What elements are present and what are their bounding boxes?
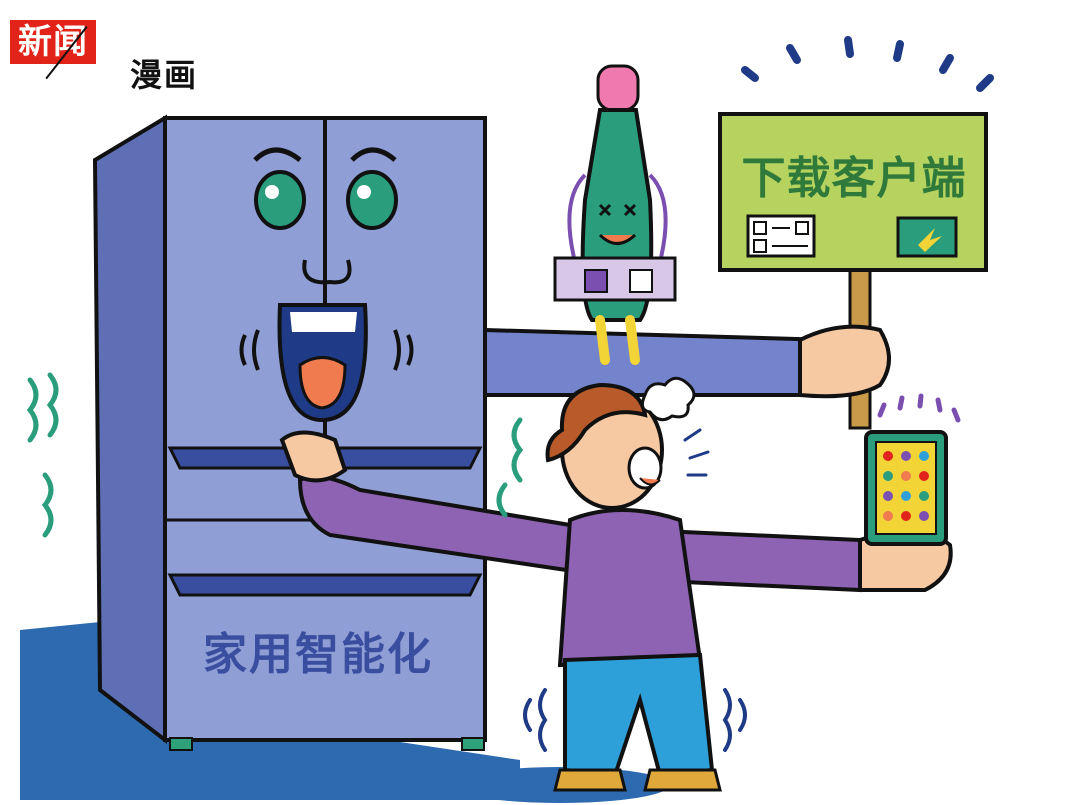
fridge-floor-shadow: [20, 620, 520, 800]
steam-puff: [640, 376, 696, 422]
toothbrush-legs: [595, 315, 640, 365]
person-hand-on-fridge: [279, 430, 348, 483]
fridge-tongue: [298, 356, 347, 410]
fridge-label: 家用智能化: [203, 629, 433, 680]
vibration-squiggles: [26, 372, 524, 538]
person-jeans: [563, 652, 715, 778]
brand-comic-label: 漫画: [130, 56, 199, 94]
fridge-foot-right: [461, 737, 485, 751]
person-torso: [557, 508, 703, 668]
fridge-left-eyebrow: [253, 147, 302, 163]
fridge-right-eye: [346, 170, 398, 230]
motion-dashes: [741, 36, 994, 92]
brand-logo: 新闻 漫画: [10, 20, 198, 96]
phone-signal-dashes: [877, 393, 961, 423]
brand-news-label: 新闻: [10, 20, 96, 64]
knee-squiggles: [523, 688, 747, 752]
fridge-side-panel: [92, 114, 167, 745]
fridge-left-eye: [254, 170, 306, 230]
sweat-marks: [683, 428, 710, 477]
fridge-right-eyebrow: [350, 147, 397, 162]
smartphone-app-dots: [883, 451, 929, 521]
sign-label: 下载客户端: [741, 153, 967, 204]
fridge-hand: [798, 324, 891, 399]
toothbrush-badge: [553, 256, 677, 302]
toothbrush-head: [596, 64, 640, 112]
person-hair: [545, 382, 648, 463]
toothbrush-strap: [567, 173, 668, 263]
fridge-nose: [302, 259, 352, 285]
fridge-drawer-handle-bottom: [167, 573, 483, 597]
fridge-foot-left: [169, 737, 193, 751]
person-shoes: [553, 768, 722, 792]
